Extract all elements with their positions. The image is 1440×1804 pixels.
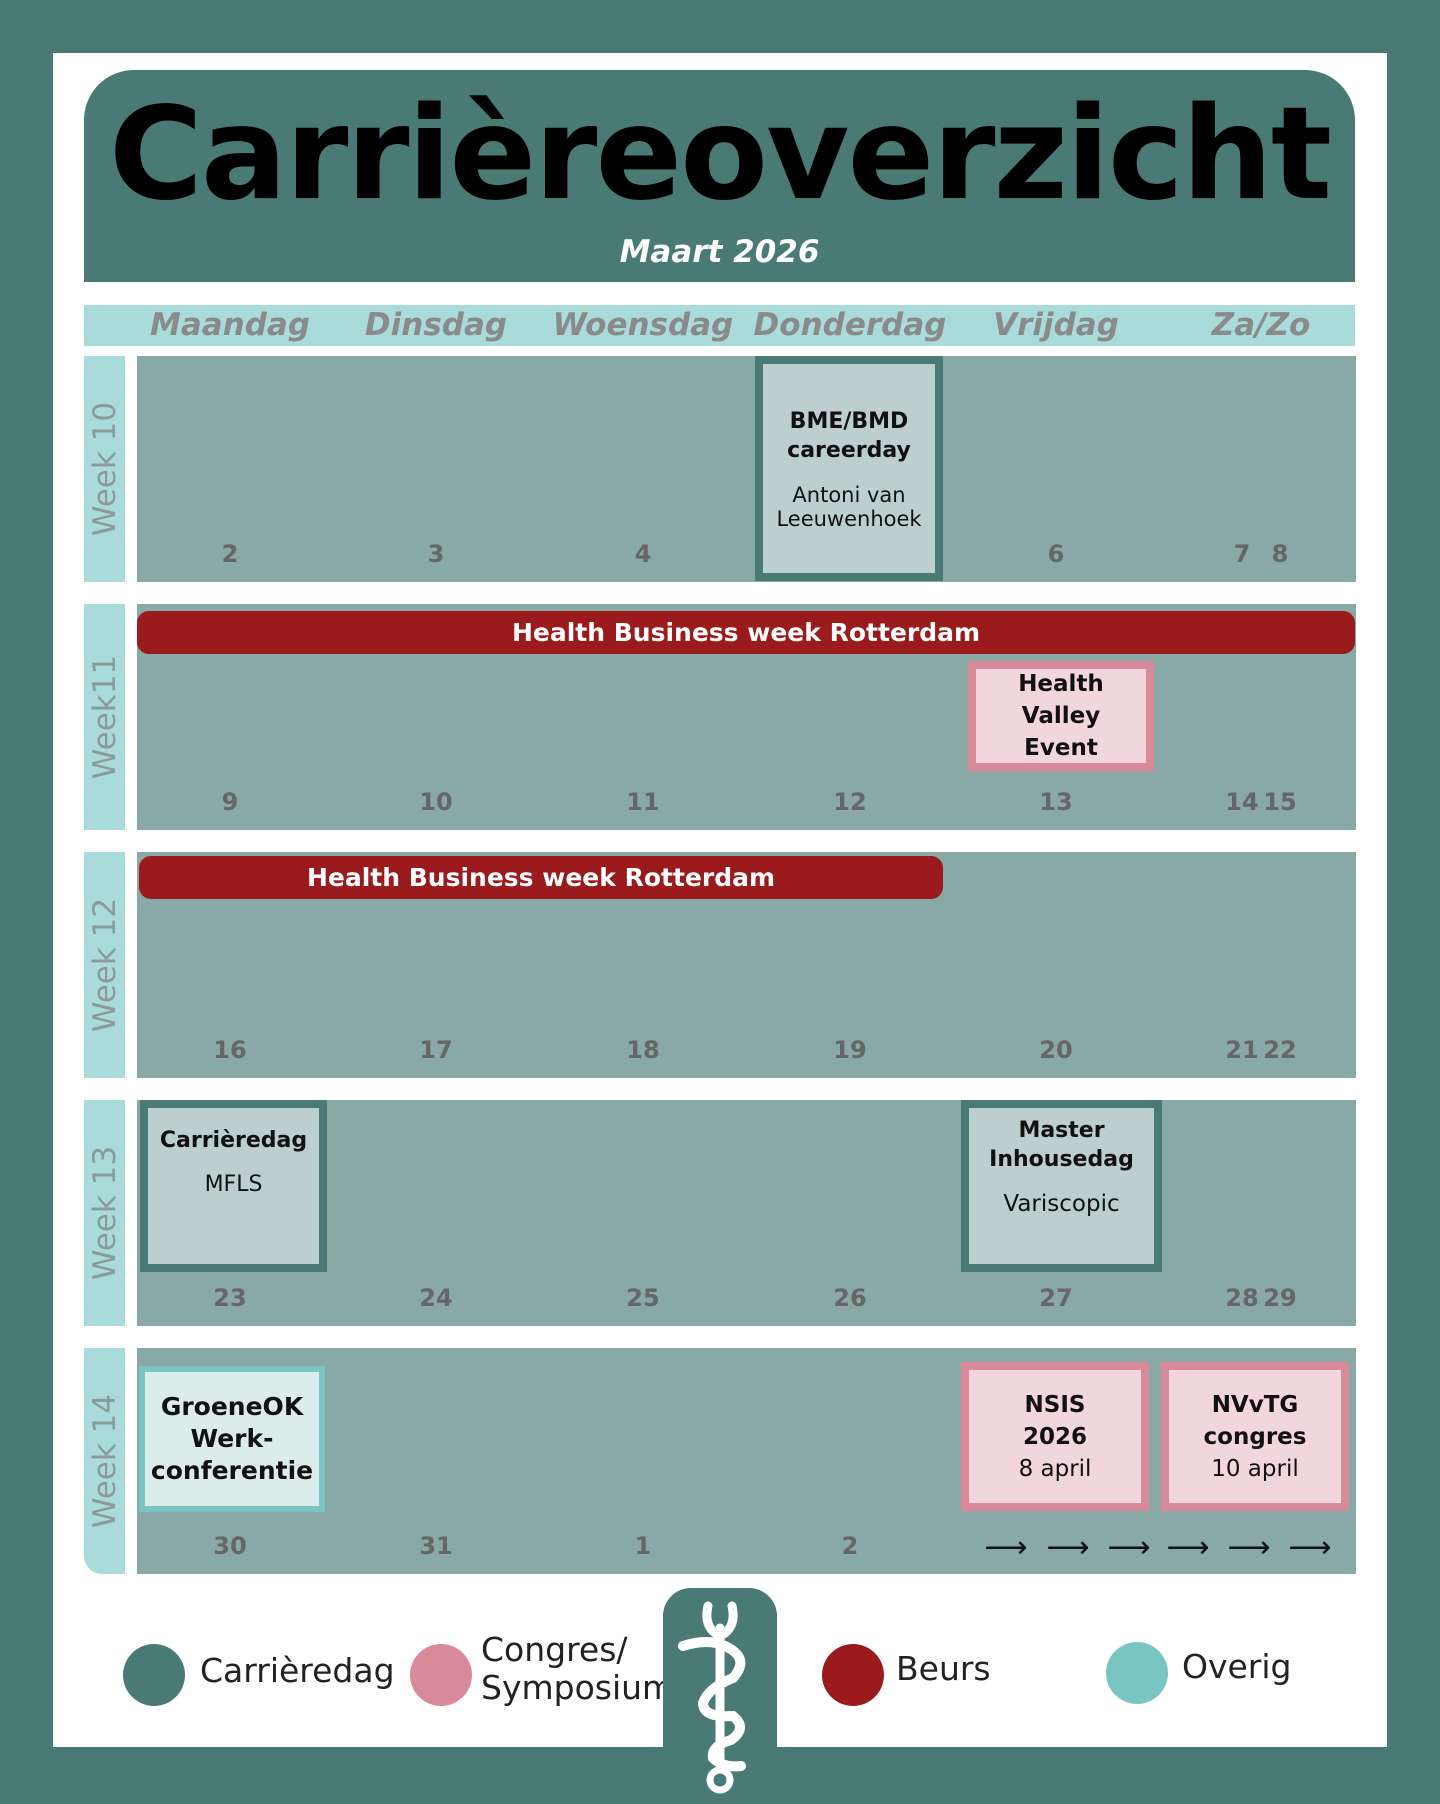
day-number: 20 (1039, 1036, 1073, 1064)
day-number: 11 (626, 788, 660, 816)
week-label: Week11 (84, 604, 125, 830)
legend-dot-beurs (822, 1644, 884, 1706)
day-number: 22 (1263, 1036, 1297, 1064)
legend-label-carrieredag: Carrièredag (200, 1651, 395, 1690)
continuation-arrow-icon: ⟶ (1107, 1530, 1151, 1565)
day-number: 2 (841, 1532, 859, 1560)
day-thursday: Donderdag (753, 307, 947, 343)
caduceus-wrench-icon (678, 1601, 746, 1794)
day-monday: Maandag (149, 307, 311, 343)
day-number: 13 (1039, 788, 1073, 816)
day-number: 17 (419, 1036, 453, 1064)
event-nvvtg-congres[interactable]: NVvTG congres 10 april (1161, 1362, 1349, 1511)
event-title: Health Valley Event (1018, 671, 1104, 761)
week-row (137, 356, 1356, 582)
day-number: 19 (833, 1036, 867, 1064)
week-row (137, 1348, 1356, 1574)
event-date: 8 april (1018, 1455, 1092, 1482)
legend-dot-congres (410, 1644, 472, 1706)
legend-label-beurs: Beurs (896, 1649, 991, 1688)
continuation-arrow-icon: ⟶ (984, 1530, 1028, 1565)
week-label: Week 10 (84, 356, 125, 582)
event-health-business-week-1[interactable]: Health Business week Rotterdam (137, 611, 1355, 654)
day-number: 29 (1263, 1284, 1297, 1312)
day-number: 23 (213, 1284, 247, 1312)
day-number: 2 (221, 540, 239, 568)
day-tuesday: Dinsdag (364, 307, 508, 343)
week-label: Week 13 (84, 1100, 125, 1326)
month-subtitle: Maart 2026 (619, 234, 820, 270)
week-label-text: Week 10 (86, 401, 123, 537)
day-number: 8 (1271, 540, 1289, 568)
day-number: 18 (626, 1036, 660, 1064)
continuation-arrow-icon: ⟶ (1166, 1530, 1210, 1565)
day-friday: Vrijdag (993, 307, 1119, 343)
event-title: BME/BMD careerday (787, 408, 911, 463)
day-number: 26 (833, 1284, 867, 1312)
event-location: MFLS (204, 1172, 263, 1197)
day-number: 24 (419, 1284, 453, 1312)
day-number: 16 (213, 1036, 247, 1064)
day-number: 25 (626, 1284, 660, 1312)
legend-label-overig: Overig (1182, 1647, 1292, 1686)
header-banner (84, 70, 1355, 282)
day-number: 30 (213, 1532, 247, 1560)
logo (663, 1588, 777, 1800)
day-number: 27 (1039, 1284, 1073, 1312)
day-number: 3 (427, 540, 445, 568)
day-number: 9 (221, 788, 239, 816)
event-groeneok[interactable]: GroeneOK Werk-conferentie (139, 1366, 325, 1512)
day-number: 7 (1233, 540, 1251, 568)
week-label-text: Week11 (86, 654, 123, 780)
week-label-text: Week 14 (86, 1393, 123, 1529)
event-title: Master Inhousedag (989, 1118, 1134, 1172)
event-title: Carrièredag (159, 1128, 308, 1153)
event-location: Variscopic (1003, 1191, 1120, 1217)
legend-label-congres: Congres/ Symposium (481, 1630, 675, 1707)
week-label: Week 14 (84, 1348, 125, 1574)
continuation-arrow-icon: ⟶ (1046, 1530, 1090, 1565)
page-title: Carrièreoverzicht (108, 80, 1332, 229)
day-number: 28 (1225, 1284, 1259, 1312)
event-date: 10 april (1211, 1455, 1299, 1482)
event-title: NSIS 2026 (1022, 1391, 1087, 1450)
day-number: 21 (1225, 1036, 1259, 1064)
week-label: Week 12 (84, 852, 125, 1078)
day-number: 12 (833, 788, 867, 816)
event-health-valley[interactable]: Health Valley Event (968, 661, 1154, 771)
day-wednesday: Woensdag (552, 307, 734, 343)
continuation-arrow-icon: ⟶ (1288, 1530, 1332, 1565)
day-number: 6 (1047, 540, 1065, 568)
day-number: 4 (634, 540, 652, 568)
day-number: 14 (1225, 788, 1259, 816)
day-number: 15 (1263, 788, 1297, 816)
legend-dot-carrieredag (123, 1644, 185, 1706)
weekday-header (84, 305, 1355, 346)
week-label-text: Week 13 (86, 1145, 123, 1281)
event-title: GroeneOK Werk-conferentie (150, 1392, 314, 1485)
legend-dot-overig (1106, 1642, 1168, 1704)
event-nsis-2026[interactable]: NSIS 2026 8 april (961, 1362, 1149, 1511)
event-health-business-week-2[interactable]: Health Business week Rotterdam (139, 856, 943, 899)
day-number: 1 (634, 1532, 652, 1560)
event-location: Antoni van Leeuwenhoek (776, 482, 922, 531)
week-label-text: Week 12 (86, 897, 123, 1033)
day-weekend: Za/Zo (1211, 307, 1311, 343)
continuation-arrow-icon: ⟶ (1227, 1530, 1271, 1565)
event-title: NVvTG congres (1203, 1391, 1307, 1450)
day-number: 31 (419, 1532, 453, 1560)
day-number: 10 (419, 788, 453, 816)
